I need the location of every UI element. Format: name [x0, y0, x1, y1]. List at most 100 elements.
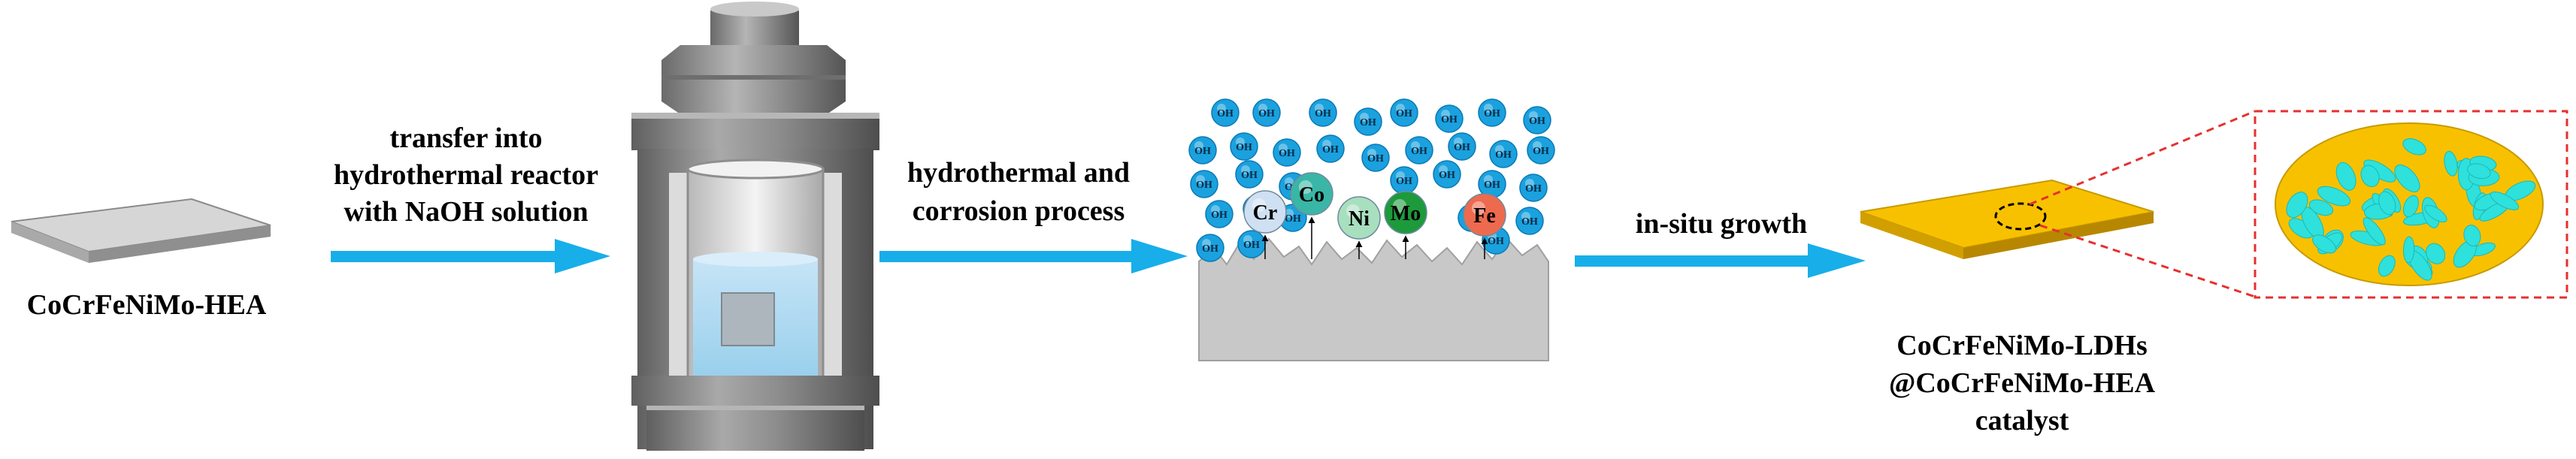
- hydroxide-label: OH: [1396, 176, 1412, 187]
- ldh-sheet: [2363, 217, 2386, 246]
- hydroxide-label: OH: [1439, 170, 1455, 181]
- hydroxide-ion: OH: [1205, 200, 1234, 228]
- catalyst-plate: [1860, 179, 2154, 259]
- transfer-label-line1: transfer into: [390, 122, 543, 154]
- ldh-sheet: [2402, 236, 2415, 264]
- ldh-sheet: [2360, 165, 2380, 188]
- hydroxide-ion-cloud: OH OH OH OH OH OH OH OH OH OH OH OH OH OH OH OH OH OH OH OH…: [1188, 98, 1555, 262]
- hydroxide-label: OH: [1202, 243, 1218, 255]
- growth-label: in-situ growth: [1636, 208, 1807, 240]
- hydroxide-ion: OH: [1211, 98, 1240, 127]
- hydroxide-ion: OH: [1354, 107, 1382, 136]
- hydroxide-ion: OH: [1196, 234, 1224, 262]
- hydroxide-ion: OH: [1309, 98, 1337, 127]
- product-label-line3: catalyst: [1975, 405, 2069, 436]
- hydroxide-label: OH: [1521, 216, 1538, 228]
- process-arrow: [879, 239, 1188, 273]
- hydroxide-label: OH: [1525, 183, 1542, 195]
- hydroxide-ion: OH: [1316, 134, 1345, 163]
- zoom-indicator: [1994, 110, 2568, 299]
- transfer-arrow: [331, 239, 610, 273]
- metal-ion-mo: Mo: [1384, 191, 1427, 259]
- metal-ion-label: Fe: [1473, 204, 1496, 228]
- hydroxide-label: OH: [1315, 108, 1331, 119]
- ldh-sheet: [2426, 243, 2446, 264]
- metal-ion-label: Ni: [1349, 207, 1370, 231]
- ldh-sheet: [2394, 165, 2420, 192]
- metal-ion-fe: Fe: [1463, 193, 1506, 259]
- hydroxide-label: OH: [1484, 108, 1500, 119]
- hydroxide-label: OH: [1241, 170, 1258, 181]
- hydroxide-ion: OH: [1390, 166, 1418, 195]
- hydroxide-label: OH: [1243, 240, 1260, 251]
- hydroxide-ion: OH: [1478, 98, 1506, 127]
- process-label-line2: corrosion process: [913, 195, 1125, 227]
- hydroxide-ion: OH: [1478, 170, 1506, 198]
- metal-ion-label: Cr: [1253, 201, 1278, 225]
- hydroxide-ion: OH: [1435, 104, 1464, 133]
- hydroxide-label: OH: [1441, 114, 1458, 125]
- hydroxide-label: OH: [1488, 236, 1504, 247]
- ldh-sheet: [2444, 150, 2458, 177]
- hea-label: CoCrFeNiMo-HEA: [27, 289, 267, 321]
- hydroxide-label: OH: [1258, 108, 1275, 119]
- ldh-sheet: [2335, 162, 2357, 191]
- hydroxide-label: OH: [1322, 144, 1339, 156]
- hydroxide-ion: OH: [1523, 106, 1551, 134]
- hydroxide-ion: OH: [1252, 98, 1281, 127]
- hydroxide-ion: OH: [1237, 230, 1266, 258]
- hydroxide-label: OH: [1196, 180, 1212, 191]
- ldh-sheet: [2308, 199, 2334, 216]
- metal-ion-label: Mo: [1391, 202, 1421, 225]
- ldh-sheet: [2463, 225, 2481, 247]
- hydroxide-ion: OH: [1489, 140, 1518, 168]
- hydroxide-label: OH: [1285, 213, 1301, 225]
- hydroxide-ion: OH: [1390, 98, 1418, 127]
- ldh-sheet: [2402, 195, 2419, 218]
- ldh-sheet: [2286, 192, 2308, 219]
- hydroxide-ion: OH: [1405, 136, 1433, 165]
- metal-ion-ni: Ni: [1337, 196, 1381, 259]
- metal-ion-co: Co: [1290, 172, 1333, 259]
- hydroxide-label: OH: [1194, 146, 1211, 157]
- ldh-sheet: [2490, 191, 2520, 210]
- ldh-sheet: [2424, 204, 2447, 223]
- product-label-line2: @CoCrFeNiMo-HEA: [1889, 367, 2156, 399]
- hydroxide-ion: OH: [1190, 170, 1218, 198]
- hydroxide-ion: OH: [1519, 174, 1548, 202]
- hydrothermal-reactor: [631, 2, 879, 451]
- hydroxide-ion: OH: [1230, 132, 1258, 161]
- hydroxide-label: OH: [1529, 116, 1545, 127]
- hea-plate: [11, 198, 271, 263]
- hydroxide-label: OH: [1396, 108, 1412, 119]
- ldh-sheet: [2378, 191, 2396, 216]
- process-label-line1: hydrothermal and: [907, 157, 1130, 189]
- hydroxide-label: OH: [1279, 148, 1295, 159]
- transfer-label-line3: with NaOH solution: [344, 196, 588, 228]
- hydroxide-label: OH: [1533, 146, 1549, 157]
- hydroxide-ion: OH: [1515, 207, 1544, 235]
- hydroxide-ion: OH: [1361, 143, 1390, 172]
- ldh-nanosheets: [2286, 138, 2536, 281]
- ldh-sheet: [2467, 163, 2491, 180]
- metal-ion-cr: Cr: [1243, 190, 1287, 259]
- hydroxide-label: OH: [1495, 149, 1512, 161]
- hydroxide-label: OH: [1484, 180, 1500, 191]
- hydroxide-label: OH: [1236, 142, 1252, 153]
- ldh-zoom-view: [2275, 122, 2544, 286]
- ldh-sheet: [2311, 234, 2337, 254]
- hydroxide-label: OH: [1454, 142, 1470, 153]
- hydroxide-ion: OH: [1433, 160, 1461, 189]
- hydroxide-ion: OH: [1235, 160, 1264, 189]
- product-label-line1: CoCrFeNiMo-LDHs: [1896, 330, 2147, 361]
- hydroxide-label: OH: [1211, 210, 1227, 221]
- ldh-sheet: [2317, 186, 2351, 207]
- ldh-sheet: [2378, 255, 2396, 277]
- hydroxide-ion: OH: [1273, 138, 1301, 167]
- hydroxide-ion: OH: [1448, 132, 1476, 161]
- hydroxide-label: OH: [1367, 153, 1384, 165]
- metal-ion-label: Co: [1299, 183, 1324, 207]
- hydroxide-label: OH: [1217, 108, 1234, 119]
